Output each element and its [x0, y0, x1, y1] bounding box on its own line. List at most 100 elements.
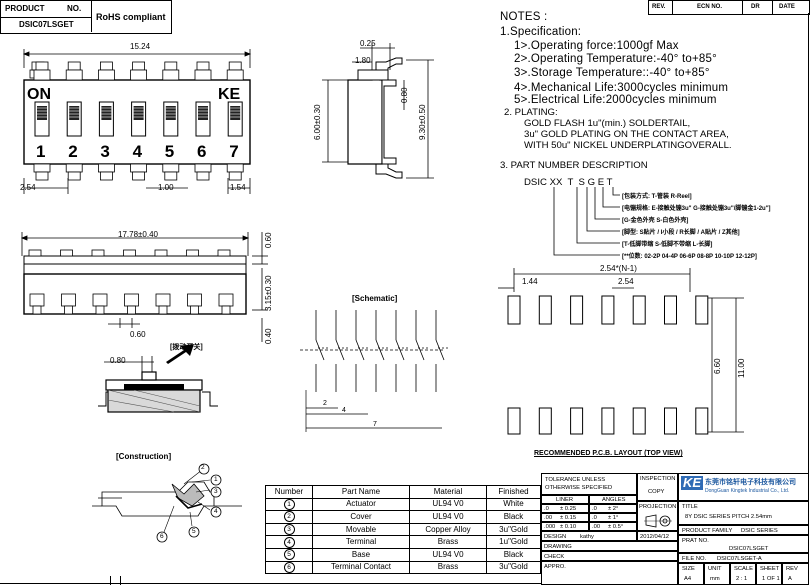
pcb-span-dim: 11.00 [737, 358, 746, 378]
pcb-pad [695, 407, 709, 435]
pcb-total-dim: 2.54*(N-1) [600, 264, 637, 273]
construction-callout: 3 [214, 488, 218, 495]
model-number: DSIC07LSGET [19, 20, 74, 29]
front-foot-dim: 0.40 [264, 328, 273, 344]
bottom-pin [226, 163, 244, 173]
drawing-cell: DRAWING [541, 541, 678, 551]
liner-cell: LINER [541, 495, 589, 504]
family-cell: PRODUCT FAMILY DSIC SERIES [678, 525, 809, 535]
top-pin-tab [196, 61, 210, 71]
side-lead-dim: 0.80 [400, 87, 409, 103]
pcb-layout-drawing [498, 268, 744, 435]
tolerance-value: ± 2° [608, 506, 619, 512]
construction-title: [Construction] [116, 452, 172, 461]
pn-bracket-lines [553, 187, 620, 256]
tolerance-precision: .0 [592, 515, 597, 521]
front-pin-foot [221, 305, 231, 315]
front-pin [29, 293, 45, 307]
notes-title: NOTES : [500, 11, 548, 23]
pcb-pad [601, 407, 615, 435]
front-height-dim: 3.15±0.30 [264, 275, 273, 311]
company-logo: KE [681, 475, 704, 490]
footer-label: SIZE [682, 566, 695, 572]
bom-finish: 3u"Gold [486, 522, 541, 537]
spec-item: 3>.Storage Temperature::-40° to+85° [514, 67, 710, 79]
bottom-pin [33, 163, 51, 173]
bom-material: UL94 V0 [409, 510, 487, 524]
top-pin [194, 69, 212, 81]
pcb-pad [570, 295, 584, 325]
pn-desc: [包装方式: T-管装 R-Reel] [622, 194, 692, 200]
construction-callout: 5 [192, 528, 196, 535]
bottom-tick [120, 576, 121, 585]
schematic-dim-b: 4 [342, 407, 346, 414]
plating-line: WITH 50u" NICKEL UNDERPLATINGOVERALL. [524, 140, 732, 151]
switch-actuator [133, 106, 144, 120]
bom-part-name: Movable [312, 522, 410, 537]
spec-item: 4>.Mechanical Life:3000cycles minimum [514, 82, 729, 94]
edge-dim: 1.54 [230, 183, 246, 192]
front-pin [61, 293, 76, 307]
bom-part-name: Cover [312, 510, 410, 524]
front-pin-top [123, 249, 136, 257]
footer-value: mm [710, 576, 720, 582]
bottom-pin-tab [196, 171, 210, 181]
front-pin-top [217, 249, 231, 257]
front-pin [92, 293, 108, 307]
front-pin-foot [158, 305, 168, 315]
pn-desc: [G-金色外壳 S-白色外壳] [622, 218, 689, 224]
bom-finish: White [486, 497, 541, 512]
pcb-pad [664, 407, 677, 435]
schematic-title: [Schematic] [352, 294, 398, 303]
bom-finish: Black [486, 510, 541, 524]
approved-cell: APPRO. [541, 561, 678, 585]
tolerance-row-cell: .00± 0.5° [589, 522, 637, 531]
company-cell: KE 东莞市铭轩电子科技有限公司 DongGuan Kingtek Indust… [678, 473, 809, 501]
file-value: DSIC07LSGET-A [717, 556, 762, 562]
design-label: DESIGN [544, 534, 567, 540]
position-label: 4 [132, 142, 143, 161]
front-pin-top [28, 249, 42, 257]
switch-actuator [198, 106, 208, 120]
front-view-drawing [20, 232, 268, 342]
front-pin-top [60, 249, 73, 257]
drawing-label: DRAWING [544, 544, 572, 550]
product-box: PRODUCT NO. DSIC07LSGET RoHS compliant [0, 0, 172, 34]
page-border [808, 13, 809, 585]
pcb-pad [664, 295, 677, 325]
top-pin-tab [164, 61, 178, 71]
bottom-border [0, 583, 541, 584]
detail-label: [拨动开关] [170, 344, 203, 351]
schematic-dim-a: 2 [323, 400, 327, 407]
spec-title: 1.Specification: [500, 26, 582, 38]
tolerance-value: ± 1° [608, 515, 619, 521]
plating-title: 2. PLATING: [504, 107, 558, 118]
date-col: DATE [779, 4, 795, 10]
footer-value: 1 OF 1 [762, 576, 780, 582]
title-cell: TITLE 8Y DSIC SERIES PITCH 2.54mm [678, 501, 809, 525]
pn-desc: [电镚规格: E-接触处镚3u" G-接触处镚3u"/脚镚金1-2u"] [622, 206, 771, 212]
tolerance-row-cell: .00± 0.15 [541, 513, 589, 522]
tolerance-row-cell: .000± 0.10 [541, 522, 589, 531]
top-pin-tab [35, 61, 49, 71]
rohs-label: RoHS compliant [96, 12, 166, 22]
side-height-dim: 6.00±0.30 [313, 104, 322, 140]
top-pin [226, 69, 244, 81]
footer-label: SCALE [734, 566, 754, 572]
ke-label: KE [218, 86, 241, 103]
front-pin-foot [95, 305, 105, 315]
bom-number: 2 [283, 511, 295, 523]
position-label: 1 [36, 142, 46, 161]
design-date: 2012/04/12 [640, 534, 670, 540]
spec-item: 2>.Operating Temperature:-40° to+85° [514, 53, 717, 65]
bom-number: 1 [283, 498, 295, 510]
title-value: 8Y DSIC SERIES PITCH 2.54mm [685, 514, 772, 520]
pn-desc: [脚型: S贴片 / I小段 / R长脚 / A贴片 / Z其他] [622, 230, 740, 236]
switch-actuator [165, 106, 176, 120]
pcb-pad [507, 295, 521, 325]
tolerance-row-cell: .0 ± 1° [589, 513, 637, 522]
switch-actuator [101, 106, 112, 120]
angles-cell: ANGLES [589, 495, 637, 504]
